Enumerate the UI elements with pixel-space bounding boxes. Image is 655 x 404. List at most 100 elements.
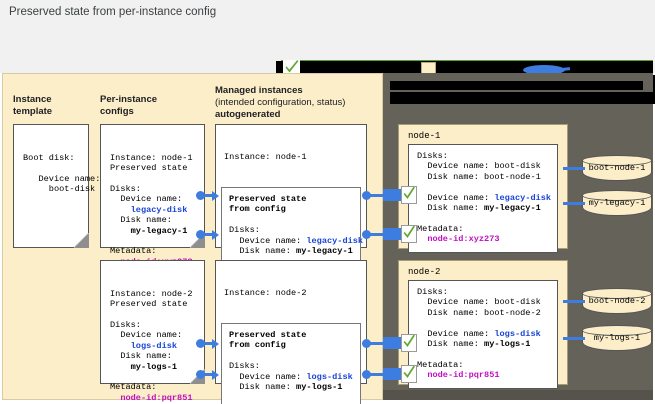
device-name-value: legacy-disk: [306, 235, 364, 246]
connector-line-managed-disk-node-1: [369, 194, 383, 197]
connector-dot-managed-disk-node-2: [362, 339, 371, 348]
config-header: Instance: node-2 Preserved state: [110, 288, 193, 310]
disk-name-label: Disk name:: [229, 246, 297, 257]
managed-instance-header: Instance: node-1: [224, 151, 307, 162]
connector-line-node-2-boot-disk: [563, 300, 585, 303]
inner-title: Preserved state from config: [229, 194, 307, 215]
connector-dot-managed-disk-node-1: [362, 191, 371, 200]
disks-label: Disks:: [417, 287, 448, 297]
metadata-value: node-id:pqr851: [417, 370, 500, 381]
metadata-label: Metadata:: [110, 246, 157, 257]
folded-corner-highlight-icon: [74, 233, 88, 247]
config-body: Instance: node-2 Preserved state Disks: …: [101, 282, 204, 403]
metadata-label: Metadata:: [229, 403, 275, 404]
per-instance-config-card-node-1: Instance: node-1 Preserved state Disks: …: [100, 124, 205, 267]
connector-arrow-config-metadata-node-2: [212, 370, 219, 380]
column-heading-managed-instances: Managed instances (intended configuratio…: [215, 85, 345, 121]
device-name-value: legacy-disk: [110, 204, 188, 215]
boot-device-name-line: Device name: boot-disk: [417, 161, 541, 172]
disks-label: Disks:: [110, 184, 141, 195]
disk-cylinder-my-legacy-1: my-legacy-1: [582, 190, 652, 217]
managed-instance-card-node-2: Instance: node-2 Preserved state from co…: [215, 260, 367, 404]
heading-line-1: Instance: [13, 94, 52, 105]
extra-device-name-value: logs-disk: [494, 328, 541, 339]
connector-dot-managed-metadata-node-2: [362, 370, 371, 379]
disk-cylinder-boot-node-1: boot-node-1: [582, 155, 652, 182]
connector-dot-managed-metadata-node-1: [362, 230, 371, 239]
extra-device-name-label: Device name:: [417, 192, 495, 203]
node-card-node-2: node-2 Disks: Device name: boot-disk Dis…: [398, 260, 568, 389]
connector-line-node-1-boot-disk: [563, 167, 585, 170]
disk-label: boot-node-2: [588, 296, 646, 306]
extra-device-name-label: Device name:: [417, 328, 495, 339]
legend-green-check-icon: [283, 60, 300, 76]
extra-device-name-value: legacy-disk: [494, 192, 552, 203]
right-panel-shadow: [383, 390, 653, 400]
green-check-icon-node-2-metadata: [401, 365, 417, 383]
per-instance-config-card-node-2: Instance: node-2 Preserved state Disks: …: [100, 260, 205, 403]
connector-line-managed-metadata-node-2: [369, 373, 383, 376]
device-name-value: logs-disk: [110, 340, 178, 351]
legend-band: [0, 27, 655, 100]
connector-dot-config-disk-node-2: [196, 339, 205, 348]
metadata-label: Metadata:: [110, 382, 157, 393]
instance-template-text: Boot disk: Device name: boot-disk: [23, 152, 101, 195]
legend-blue-ellipse-icon: [523, 65, 565, 75]
heading-line-2: (intended configuration, status): [215, 97, 346, 108]
node-name-label: node-2: [408, 267, 441, 277]
heading-line-2: template: [13, 106, 53, 117]
instance-template-card: Boot disk: Device name: boot-disk: [13, 124, 101, 248]
disk-top: [582, 288, 652, 299]
disks-label: Disks:: [229, 225, 260, 236]
disk-top: [582, 190, 652, 201]
disk-name-value: my-legacy-1: [296, 246, 353, 257]
disk-label: my-legacy-1: [588, 198, 646, 208]
right-header-redaction-bar-1: [390, 81, 643, 90]
disk-top: [582, 155, 652, 166]
connector-dot-config-metadata-node-2: [196, 370, 205, 379]
device-name-value: logs-disk: [306, 371, 353, 382]
column-heading-per-instance-configs: Per-instance configs: [100, 94, 157, 118]
device-name-label: Device name:: [229, 235, 307, 246]
node-card-node-1: node-1 Disks: Device name: boot-disk Dis…: [398, 124, 568, 253]
column-heading-instance-template: Instance template: [13, 94, 52, 118]
metadata-value: node-id:xyz273: [417, 234, 500, 245]
disk-label: my-logs-1: [593, 333, 641, 343]
connector-line-config-metadata-node-1: [203, 233, 213, 236]
node-details-box: Disks: Device name: boot-disk Disk name:…: [408, 280, 558, 389]
managed-instance-card-node-1: Instance: node-1 Preserved state from co…: [215, 124, 367, 295]
disk-name-value: my-legacy-1: [110, 225, 188, 236]
connector-line-managed-metadata-node-1: [369, 233, 383, 236]
connector-arrow-config-metadata-node-1: [212, 230, 219, 240]
disks-label: Disks:: [417, 151, 448, 161]
connector-line-node-1-legacy-disk: [563, 202, 585, 205]
heading-line-1: Managed instances: [215, 85, 303, 96]
right-header-redaction-bar-2: [390, 92, 655, 104]
connector-line-config-metadata-node-2: [203, 373, 213, 376]
disk-label: boot-node-1: [588, 163, 646, 173]
managed-instance-header: Instance: node-2: [224, 287, 307, 298]
metadata-label: Metadata:: [417, 223, 464, 234]
boot-disk-name-line: Disk name: boot-node-2: [417, 307, 541, 318]
extra-disk-name-value: my-legacy-1: [484, 203, 541, 214]
inner-title: Preserved state from config: [229, 330, 307, 351]
heading-line-3: autogenerated: [215, 109, 281, 120]
green-check-icon-node-1-disk: [401, 186, 417, 204]
config-body: Instance: node-1 Preserved state Disks: …: [101, 146, 204, 267]
metadata-label: Metadata:: [417, 359, 464, 370]
device-name-label: Device name:: [229, 371, 307, 382]
connector-arrow-config-disk-node-2: [212, 339, 219, 349]
heading-line-1: Per-instance: [100, 94, 158, 105]
connector-line-managed-disk-node-2: [369, 342, 383, 345]
connector-block-managed-metadata-node-1: [383, 228, 401, 240]
connector-line-config-disk-node-2: [203, 342, 213, 345]
node-details-box: Disks: Device name: boot-disk Disk name:…: [408, 144, 558, 253]
connector-line-node-2-logs-disk: [563, 337, 585, 340]
device-name-label: Device name:: [110, 194, 183, 205]
green-check-icon-node-1-metadata: [401, 225, 417, 243]
connector-block-managed-disk-node-2: [383, 337, 401, 349]
page-title: Preserved state from per-instance config: [9, 6, 217, 18]
boot-device-name-line: Device name: boot-disk: [417, 297, 541, 308]
metadata-value: node-id:pqr851: [110, 392, 193, 403]
